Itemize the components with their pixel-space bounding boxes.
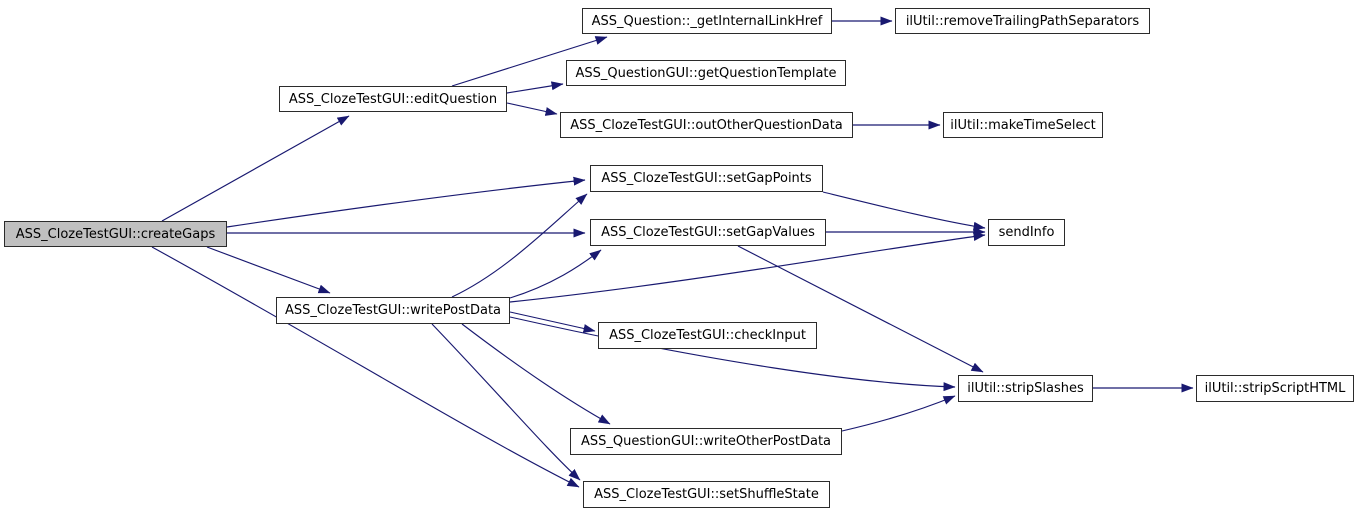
- edge-writePostData-writeOtherPostData: [461, 323, 611, 425]
- edge-setGapValues-stripSlashes: [737, 245, 984, 373]
- edge-writePostData-setGapPoints: [451, 193, 588, 298]
- node-setShuffleState[interactable]: ASS_ClozeTestGUI::setShuffleState: [583, 481, 830, 508]
- edge-writePostData-setShuffleState: [431, 323, 581, 481]
- node-createGaps[interactable]: ASS_ClozeTestGUI::createGaps: [4, 221, 227, 247]
- edge-writePostData-setGapValues: [509, 249, 602, 299]
- node-setGapValues[interactable]: ASS_ClozeTestGUI::setGapValues: [590, 219, 826, 246]
- node-setGapPoints[interactable]: ASS_ClozeTestGUI::setGapPoints: [590, 165, 823, 192]
- edge-createGaps-setGapPoints: [226, 176, 586, 228]
- edge-editQuestion-getInternalLinkHref: [451, 36, 608, 87]
- node-getQuestionTemplate[interactable]: ASS_QuestionGUI::getQuestionTemplate: [566, 60, 846, 86]
- node-outOtherQuestionData[interactable]: ASS_ClozeTestGUI::outOtherQuestionData: [560, 112, 853, 138]
- node-stripScriptHTML[interactable]: ilUtil::stripScriptHTML: [1196, 375, 1354, 402]
- edge-createGaps-editQuestion: [161, 115, 350, 222]
- edge-writePostData-checkInput: [509, 311, 596, 333]
- edge-writePostData-stripSlashes: [509, 316, 956, 392]
- edge-writeOtherPostData-stripSlashes: [841, 395, 956, 432]
- node-writeOtherPostData[interactable]: ASS_QuestionGUI::writeOtherPostData: [570, 428, 842, 455]
- node-sendInfo[interactable]: sendInfo: [988, 219, 1065, 246]
- edge-createGaps-writePostData: [206, 246, 331, 294]
- node-removeTrailingPathSeparators[interactable]: ilUtil::removeTrailingPathSeparators: [895, 8, 1150, 34]
- edge-writePostData-sendInfo: [509, 232, 986, 303]
- edge-setGapPoints-sendInfo: [822, 191, 986, 231]
- node-writePostData[interactable]: ASS_ClozeTestGUI::writePostData: [276, 297, 510, 324]
- edge-editQuestion-getQuestionTemplate: [506, 81, 564, 94]
- edge-createGaps-setShuffleState: [151, 246, 580, 488]
- edge-editQuestion-outOtherQuestionData: [506, 102, 558, 116]
- node-makeTimeSelect[interactable]: ilUtil::makeTimeSelect: [943, 112, 1103, 138]
- node-checkInput[interactable]: ASS_ClozeTestGUI::checkInput: [598, 322, 817, 349]
- node-editQuestion[interactable]: ASS_ClozeTestGUI::editQuestion: [279, 86, 507, 112]
- node-getInternalLinkHref[interactable]: ASS_Question::_getInternalLinkHref: [582, 8, 832, 34]
- node-stripSlashes[interactable]: ilUtil::stripSlashes: [958, 375, 1093, 402]
